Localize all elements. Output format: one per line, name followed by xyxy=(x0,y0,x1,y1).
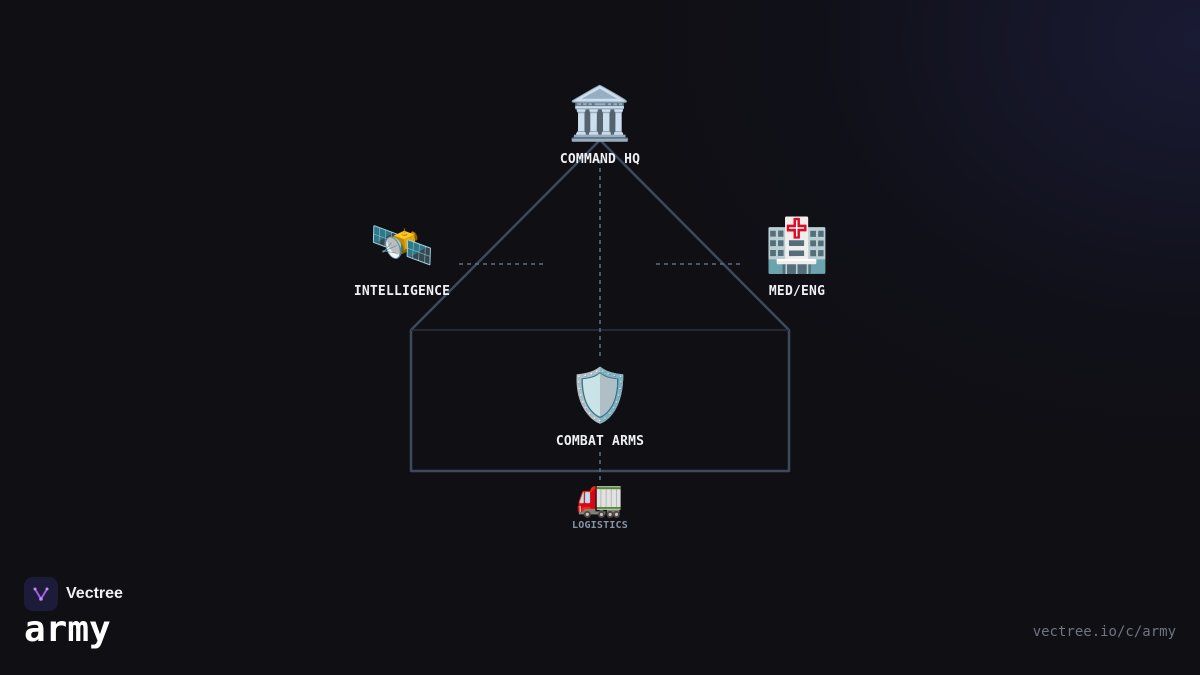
hospital-icon: 🏥 xyxy=(764,216,830,276)
node-logistics[interactable]: 🚛 LOGISTICS xyxy=(572,478,628,531)
node-label-logistics: LOGISTICS xyxy=(572,520,628,531)
node-label-intelligence: INTELLIGENCE xyxy=(353,284,451,299)
brand-name: Vectree xyxy=(66,585,123,602)
node-command-hq[interactable]: 🏛️ COMMAND HQ xyxy=(560,88,640,167)
node-intelligence[interactable]: 🛰️ INTELLIGENCE xyxy=(354,220,450,299)
node-label-command-hq: COMMAND HQ xyxy=(559,152,641,167)
node-combat-arms[interactable]: 🛡️ COMBAT ARMS xyxy=(556,370,644,449)
classical-building-icon: 🏛️ xyxy=(567,84,633,144)
shield-icon: 🛡️ xyxy=(567,366,633,426)
node-label-combat-arms: COMBAT ARMS xyxy=(555,434,645,449)
satellite-icon: 🛰️ xyxy=(369,216,435,276)
page-title: army xyxy=(24,609,111,650)
truck-icon: 🚛 xyxy=(576,475,624,519)
vectree-logo-icon xyxy=(24,577,58,611)
brand: Vectree xyxy=(24,577,123,611)
node-med-eng[interactable]: 🏥 MED/ENG xyxy=(765,220,830,299)
node-label-med-eng: MED/ENG xyxy=(768,284,826,299)
page-url[interactable]: vectree.io/c/army xyxy=(1032,624,1176,640)
